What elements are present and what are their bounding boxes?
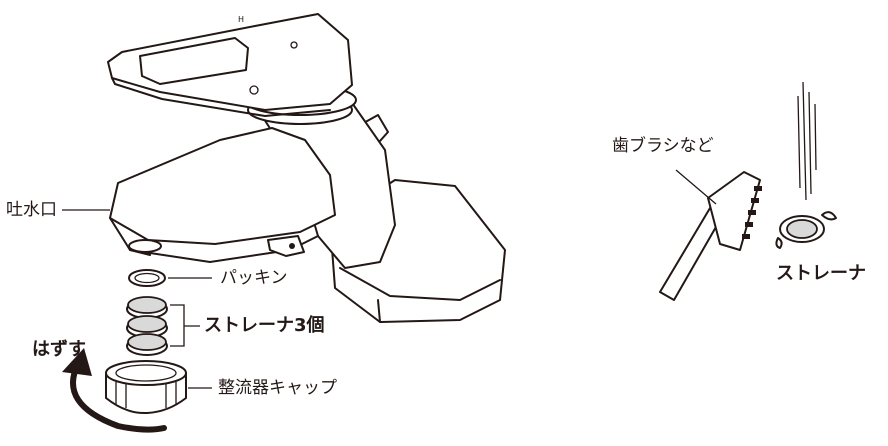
strainer-2 [126,315,168,338]
faucet-base-edge [339,267,501,301]
faucet-drain-knob [267,235,305,257]
faucet-outlet [128,239,162,253]
faucet-spout-arm [109,127,336,245]
spout-label: 吐水口 [6,200,57,220]
toothbrush-bristles [742,186,762,239]
strainers-label: ストレーナ3個 [204,315,325,336]
remove-arrow-head [62,348,92,376]
faucet: H [107,13,506,323]
strainer-3 [126,333,168,356]
toothbrush-leader [675,169,717,205]
cold-mark-dot [290,41,298,49]
cap-label: 整流器キャップ [218,378,337,398]
droplet [775,237,783,249]
rectifier-cap [105,360,187,415]
packing-ring [128,269,166,287]
strainer-label: ストレーナ [776,263,866,284]
strainer-1 [126,296,168,319]
cleaning-illustration [659,81,837,301]
water-stream [797,81,817,201]
hot-mark: H [238,15,244,24]
remove-arrow [70,361,167,433]
toothbrush-label: 歯ブラシなど [612,136,714,156]
droplet [821,211,837,221]
remove-label: はずす [32,339,86,360]
strainers-bracket [170,304,200,347]
faucet-lever-slot [139,37,249,85]
parts-stack [62,209,212,433]
packing-label: パッキン [220,268,288,288]
lever-screw [249,85,259,95]
